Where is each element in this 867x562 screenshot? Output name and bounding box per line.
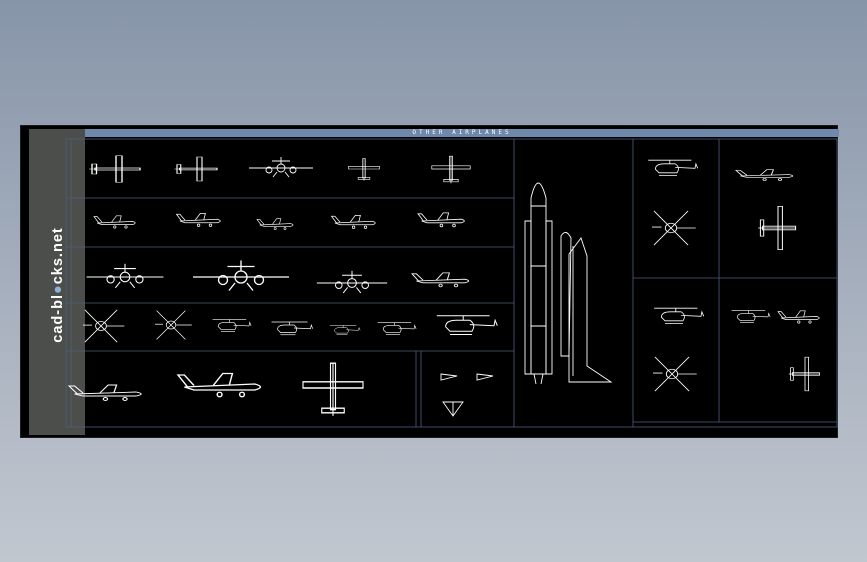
cad-sheet: cad-bl●cks.net OTHER AIRPLANES xyxy=(20,125,839,438)
sheet-title: OTHER AIRPLANES xyxy=(412,129,512,136)
watermark-band: cad-bl●cks.net xyxy=(29,129,85,435)
drawing-area xyxy=(65,138,838,428)
title-bar: OTHER AIRPLANES xyxy=(85,129,839,137)
